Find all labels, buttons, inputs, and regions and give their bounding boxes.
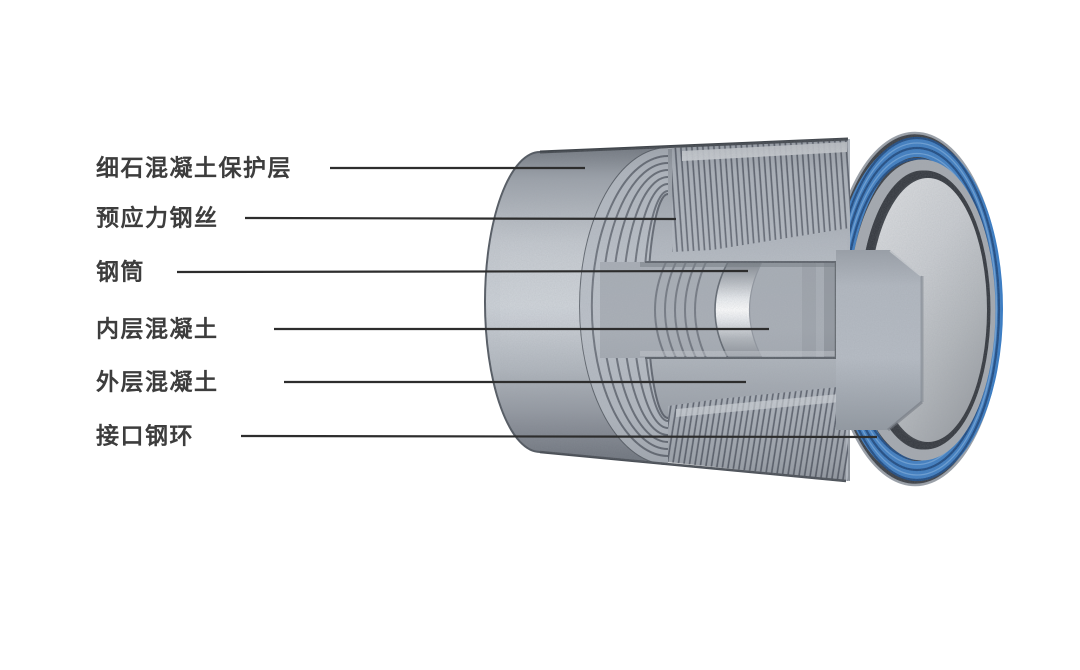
- leader-line-prestressed-wire: [244, 216, 677, 221]
- label-joint-steel-ring: 接口钢环: [96, 422, 194, 449]
- leader-line-joint-steel-ring: [240, 434, 878, 439]
- label-steel-cylinder: 钢筒: [96, 258, 145, 285]
- label-inner-concrete: 内层混凝土: [96, 315, 219, 342]
- label-outer-concrete: 外层混凝土: [96, 368, 219, 395]
- label-mortar-coating: 细石混凝土保护层: [96, 154, 292, 181]
- leader-lines: [176, 166, 878, 439]
- leader-line-steel-cylinder: [176, 269, 749, 274]
- concrete-grain-texture: [485, 133, 1001, 485]
- label-prestressed-wire: 预应力钢丝: [96, 204, 219, 231]
